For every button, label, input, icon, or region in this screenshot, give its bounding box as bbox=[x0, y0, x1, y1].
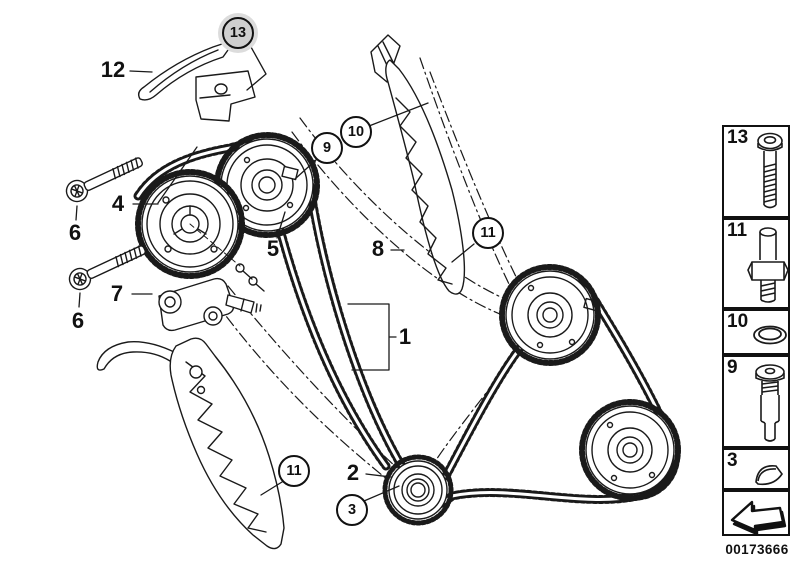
callout-10[interactable]: 10 bbox=[340, 116, 372, 148]
sidebar-nav-arrow-box[interactable] bbox=[722, 490, 790, 536]
small-screws-drawing bbox=[236, 264, 264, 291]
callout-11-lower[interactable]: 11 bbox=[278, 455, 310, 487]
sidebar-item-part-13[interactable]: 13 bbox=[722, 125, 790, 218]
back-arrow-icon bbox=[726, 494, 788, 536]
callout-3[interactable]: 3 bbox=[336, 494, 368, 526]
guide-rail-11-drawing bbox=[97, 338, 284, 548]
vanos-gear-4-drawing bbox=[138, 172, 242, 276]
sidebar-item-part-10[interactable]: 10 bbox=[722, 309, 790, 355]
vanos-gear-5-drawing bbox=[217, 135, 317, 235]
socket-head-screw-icon bbox=[746, 131, 790, 217]
part-label-2[interactable]: 2 bbox=[346, 460, 360, 485]
pivot-bolt-icon bbox=[744, 224, 792, 308]
part-label-7[interactable]: 7 bbox=[110, 281, 124, 306]
part-label-6a[interactable]: 6 bbox=[68, 220, 82, 245]
part-label-4[interactable]: 4 bbox=[111, 191, 125, 216]
bolt-6b-drawing bbox=[66, 239, 149, 292]
sidebar-item-part-9[interactable]: 9 bbox=[722, 355, 790, 448]
vanos-gear-right-upper-drawing bbox=[502, 267, 599, 363]
bolt-6a-drawing bbox=[63, 151, 146, 204]
sidebar-item-number: 9 bbox=[727, 357, 738, 378]
sidebar-item-number: 10 bbox=[727, 311, 749, 332]
callout-13-highlighted[interactable]: 13 bbox=[222, 17, 254, 49]
sidebar-item-number: 13 bbox=[727, 127, 749, 148]
part-label-6b[interactable]: 6 bbox=[71, 308, 85, 333]
part-label-5[interactable]: 5 bbox=[266, 236, 280, 261]
sidebar-item-number: 3 bbox=[727, 450, 738, 471]
sidebar-item-part-3[interactable]: 3 bbox=[722, 448, 790, 490]
guide-rail-8-drawing bbox=[371, 35, 464, 294]
vanos-gear-right-lower-drawing bbox=[582, 402, 678, 498]
tensioning-rail-12-drawing bbox=[139, 43, 255, 121]
chain-tensioner-7-drawing bbox=[159, 279, 261, 331]
sidebar-item-number: 11 bbox=[727, 220, 748, 241]
leader-lines bbox=[76, 47, 474, 501]
tensioner-screw-icon bbox=[746, 361, 790, 447]
part-label-1[interactable]: 1 bbox=[398, 324, 412, 349]
diagram-part-number: 00173666 bbox=[725, 542, 789, 557]
crank-sprocket-drawing bbox=[385, 457, 451, 523]
callout-11-upper[interactable]: 11 bbox=[472, 217, 504, 249]
woodruff-key-icon bbox=[748, 456, 788, 488]
sidebar-item-part-11[interactable]: 11 bbox=[722, 218, 790, 309]
seal-ring-icon bbox=[746, 317, 790, 353]
part-label-8[interactable]: 8 bbox=[371, 236, 385, 261]
callout-9[interactable]: 9 bbox=[311, 132, 343, 164]
part-label-12[interactable]: 12 bbox=[100, 57, 126, 82]
